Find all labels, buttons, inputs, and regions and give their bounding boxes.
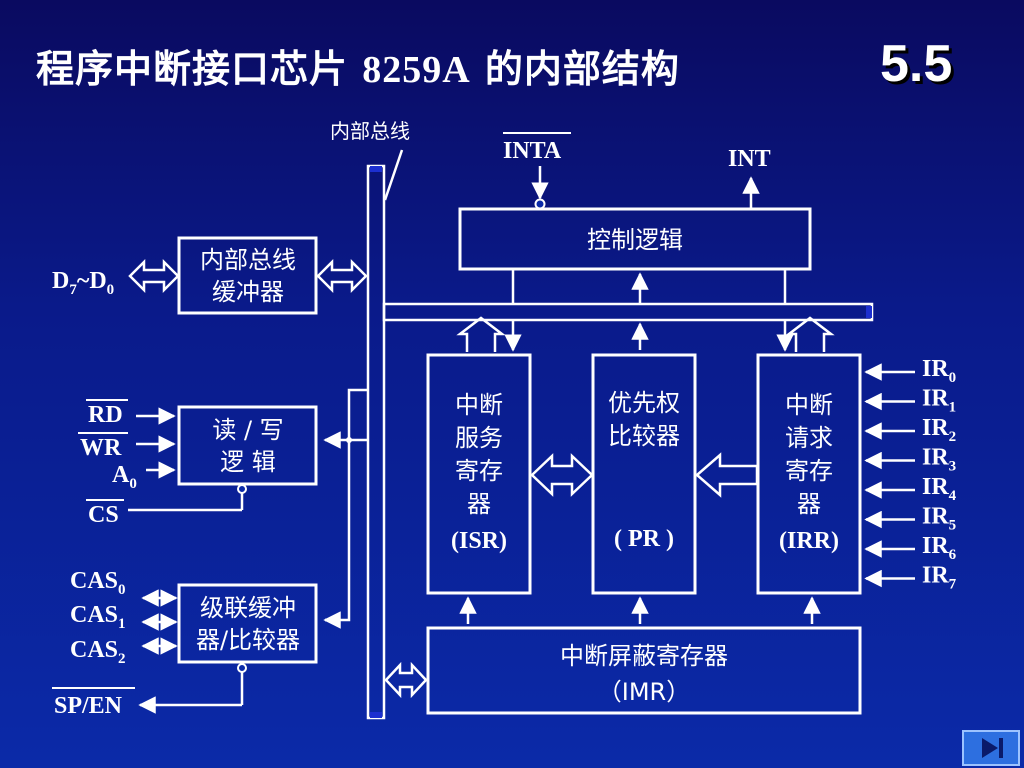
bus-cap-top xyxy=(370,166,382,172)
ir-label: IR7 xyxy=(922,563,957,593)
data-pins-label: D7~D0 xyxy=(52,268,114,298)
irr-up-arrow xyxy=(785,316,835,352)
int-label: INT xyxy=(728,146,771,172)
ir-label: IR3 xyxy=(922,445,956,475)
control-logic-label: 控制逻辑 xyxy=(587,226,683,254)
page-title: 程序中断接口芯片 8259A 的内部结构 xyxy=(36,38,680,93)
cas1-label: CAS1 xyxy=(70,602,126,632)
cascade-box xyxy=(177,583,318,664)
section-number: 5.5 xyxy=(880,35,953,93)
rw-label-2: 逻 辑 xyxy=(220,448,276,476)
ir-label: IR6 xyxy=(922,533,957,563)
isr-box xyxy=(426,353,532,595)
play-end-glyph xyxy=(982,738,1003,758)
control-logic-box xyxy=(458,207,812,271)
cs-label: CS xyxy=(88,502,119,528)
ir-label: IR2 xyxy=(922,415,956,445)
wr-label: WR xyxy=(80,435,122,461)
ir-label: IR0 xyxy=(922,356,956,386)
a0-label: A0 xyxy=(112,462,137,492)
irr-label-3: 寄存 xyxy=(785,457,833,485)
bus-cap-bottom xyxy=(370,712,382,718)
sp-en-bubble xyxy=(237,663,247,673)
isr-label-2: 服务 xyxy=(455,424,503,452)
cascade-label-1: 级联缓冲 xyxy=(200,594,296,622)
buffer-bus-arrow xyxy=(316,258,368,294)
rw-logic-box xyxy=(177,405,318,486)
ir-label: IR4 xyxy=(922,474,957,504)
cs-bubble xyxy=(237,484,247,494)
pr-label-1: 优先权 xyxy=(608,389,680,417)
cas2-label: CAS2 xyxy=(70,637,126,667)
rw-label-1: 读 / 写 xyxy=(212,416,283,444)
irr-box xyxy=(756,353,862,595)
isr-label-5: (ISR) xyxy=(451,528,507,554)
ir-label: IR5 xyxy=(922,504,956,534)
inta-bubble xyxy=(534,198,546,210)
irr-label-5: (IRR) xyxy=(779,528,839,554)
title-part-1: 程序中断接口芯片 xyxy=(36,47,363,91)
internal-bus-label: 内部总线 xyxy=(330,119,410,143)
cascade-bus-link xyxy=(325,388,368,622)
title-chip: 8259A xyxy=(362,49,471,91)
irr-label-1: 中断 xyxy=(785,391,833,419)
hbus-cap xyxy=(866,306,872,318)
vertical-bus xyxy=(366,164,386,720)
imr-bus-arrow xyxy=(384,661,428,699)
isr-pr-arrow xyxy=(530,453,594,497)
pr-box xyxy=(591,353,697,595)
cascade-label-2: 器/比较器 xyxy=(196,626,300,654)
isr-label-1: 中断 xyxy=(455,391,503,419)
irr-label-2: 请求 xyxy=(785,424,833,452)
imr-label-1: 中断屏蔽寄存器 xyxy=(560,642,728,670)
irr-pr-arrow xyxy=(695,452,759,498)
data-bidir-arrow xyxy=(128,258,180,294)
cas0-label: CAS0 xyxy=(70,568,126,598)
play-end-icon[interactable] xyxy=(962,730,1020,766)
isr-label-3: 寄存 xyxy=(455,457,503,485)
inta-label: INTA xyxy=(503,138,562,164)
ir-label: IR1 xyxy=(922,386,956,416)
imr-label-2: （IMR） xyxy=(598,678,690,706)
rd-label: RD xyxy=(88,402,123,428)
pr-label-2: 比较器 xyxy=(608,422,680,450)
isr-up-arrow xyxy=(456,316,506,352)
irr-label-4: 器 xyxy=(797,490,821,518)
isr-label-4: 器 xyxy=(467,490,491,518)
imr-box xyxy=(426,626,862,715)
bus-buffer-label-2: 缓冲器 xyxy=(212,278,284,306)
bus-buffer-label-1: 内部总线 xyxy=(200,246,296,274)
internal-bus-pointer xyxy=(383,149,404,201)
pr-label-3: ( PR ) xyxy=(614,526,674,552)
sp-en-label: SP/EN xyxy=(54,693,123,719)
horizontal-bus xyxy=(382,302,874,322)
title-part-2: 的内部结构 xyxy=(470,47,680,91)
